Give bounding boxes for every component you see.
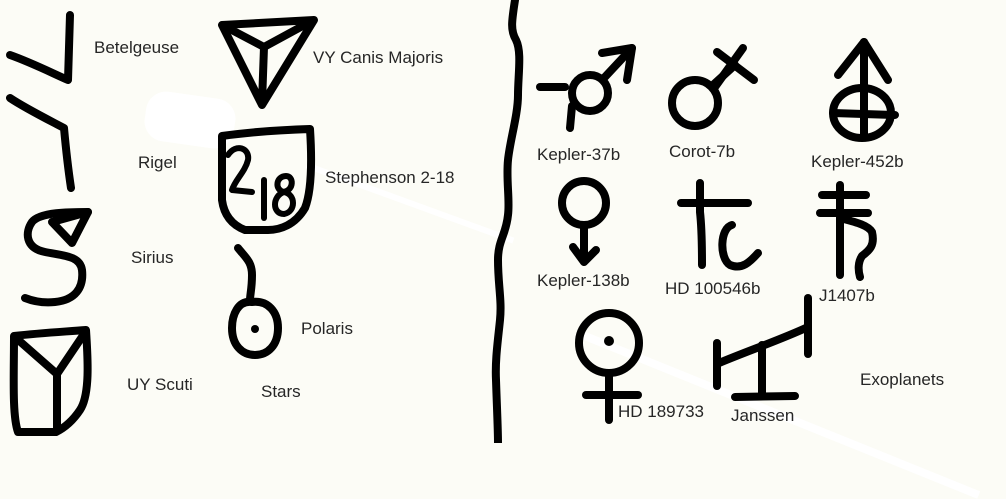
check-mark-glyph xyxy=(6,11,74,84)
planet-label-janssen: Janssen xyxy=(731,406,795,425)
planet-label-kepler-138b: Kepler-138b xyxy=(537,271,630,290)
inverted-triangle-y-glyph xyxy=(218,16,318,109)
planet-label-kepler-37b: Kepler-37b xyxy=(537,145,621,164)
symbol-chart-canvas: Betelgeuse VY Canis Majoris Rigel Stephe… xyxy=(6,0,945,443)
planet-label-corot-7b: Corot-7b xyxy=(669,142,736,161)
shield-y-glyph xyxy=(9,326,92,436)
mars-cross-glyph xyxy=(536,44,636,132)
planet-label-j1407b: J1407b xyxy=(819,286,875,305)
section-divider-line xyxy=(491,0,524,443)
planet-label-hd-189733: HD 189733 xyxy=(618,402,705,421)
venus-dot-glyph xyxy=(575,309,643,424)
glyph-layer xyxy=(6,0,899,443)
planet-label-kepler-452b: Kepler-452b xyxy=(811,152,904,171)
bent-stroke-glyph xyxy=(6,94,75,192)
seesaw-glyph xyxy=(713,294,812,401)
shield-2-18-glyph xyxy=(218,125,316,234)
hooked-circle-dot-glyph xyxy=(228,244,282,359)
star-label-rigel: Rigel xyxy=(138,153,177,172)
arrow-earth-glyph xyxy=(829,38,899,142)
star-label-sirius: Sirius xyxy=(131,248,174,267)
planet-label-hd-100546b: HD 100546b xyxy=(665,279,761,298)
star-label-uy-scuti: UY Scuti xyxy=(127,375,193,394)
saturn-like-glyph xyxy=(677,179,762,271)
double-bar-hook-glyph xyxy=(816,181,877,281)
s-with-flag-glyph xyxy=(21,208,92,307)
circle-x-glyph xyxy=(668,44,758,130)
star-label-stephenson-2-18: Stephenson 2-18 xyxy=(325,168,455,187)
circle-down-arrow-glyph xyxy=(558,177,610,266)
star-label-betelgeuse: Betelgeuse xyxy=(94,38,180,57)
star-label-polaris: Polaris xyxy=(301,319,353,338)
section-label-exoplanets: Exoplanets xyxy=(860,370,945,389)
star-label-vy-canis-majoris: VY Canis Majoris xyxy=(313,48,444,67)
section-label-stars: Stars xyxy=(261,382,301,401)
